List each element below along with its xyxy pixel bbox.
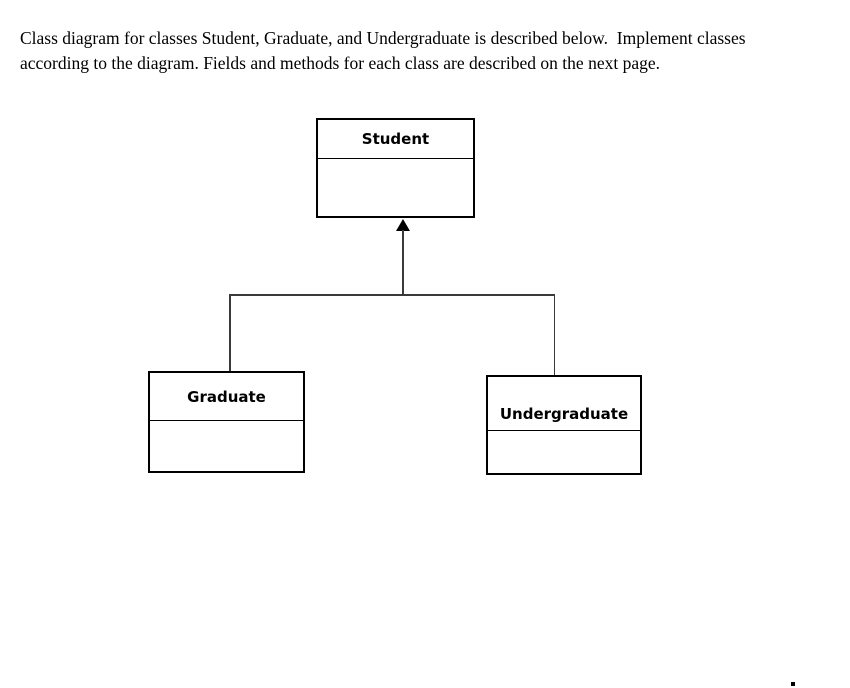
inheritance-arrow-head (396, 219, 410, 231)
stray-dot (791, 682, 795, 686)
class-title-student: Student (318, 120, 473, 159)
connector-right-drop-line (553, 294, 555, 375)
connector-left-drop-line (229, 294, 231, 371)
connector-horizontal-line (229, 294, 555, 296)
class-title-graduate: Graduate (150, 373, 303, 421)
class-box-graduate: Graduate (148, 371, 305, 473)
class-box-student: Student (316, 118, 475, 218)
instruction-line-1: Class diagram for classes Student, Gradu… (20, 28, 746, 48)
instructions-text: Class diagram for classes Student, Gradu… (20, 26, 746, 76)
instruction-line-2: according to the diagram. Fields and met… (20, 53, 660, 73)
class-box-undergraduate: Undergraduate (486, 375, 642, 475)
class-title-undergraduate: Undergraduate (488, 377, 640, 431)
inheritance-stem-line (402, 230, 404, 295)
